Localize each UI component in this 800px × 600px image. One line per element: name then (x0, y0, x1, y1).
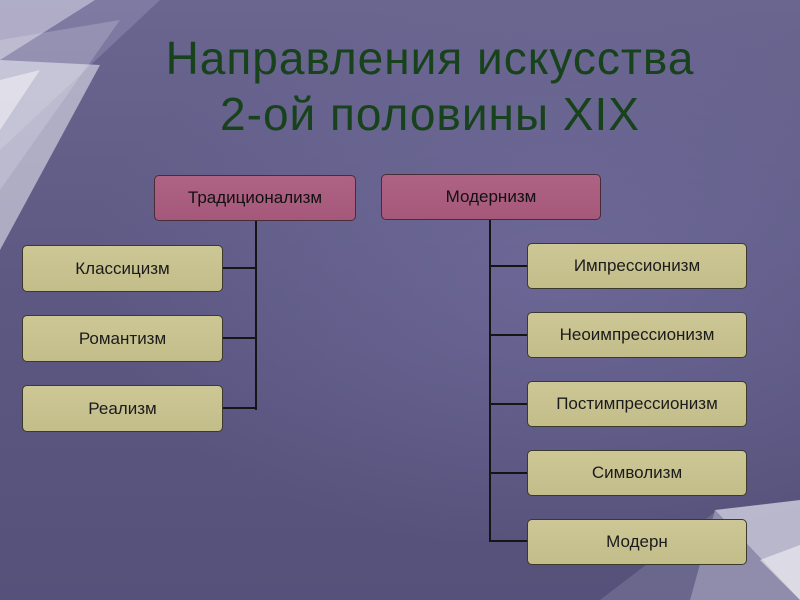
connector-post-impressionism (489, 403, 528, 405)
node-modern: Модерн (527, 519, 747, 565)
node-impressionism: Импрессионизм (527, 243, 747, 289)
node-realism: Реализм (22, 385, 223, 432)
connector-modernism-trunk (489, 220, 491, 541)
connector-neo-impressionism (489, 334, 528, 336)
slide-title: Направления искусства 2-ой половины XIX (0, 30, 800, 142)
connector-realism (222, 407, 257, 409)
connector-impressionism (489, 265, 528, 267)
node-neo-impressionism: Неоимпрессионизм (527, 312, 747, 358)
title-line-2: 2-ой половины XIX (220, 88, 640, 140)
connector-traditionalism-trunk (255, 220, 257, 410)
node-traditionalism: Традиционализм (154, 175, 356, 221)
connector-classicism (222, 267, 257, 269)
node-post-impressionism: Постимпрессионизм (527, 381, 747, 427)
connector-romanticism (222, 337, 257, 339)
node-romanticism: Романтизм (22, 315, 223, 362)
connector-symbolism (489, 472, 528, 474)
node-symbolism: Символизм (527, 450, 747, 496)
node-classicism: Классицизм (22, 245, 223, 292)
node-modernism: Модернизм (381, 174, 601, 220)
title-line-1: Направления искусства (165, 32, 695, 84)
connector-modern (489, 540, 528, 542)
